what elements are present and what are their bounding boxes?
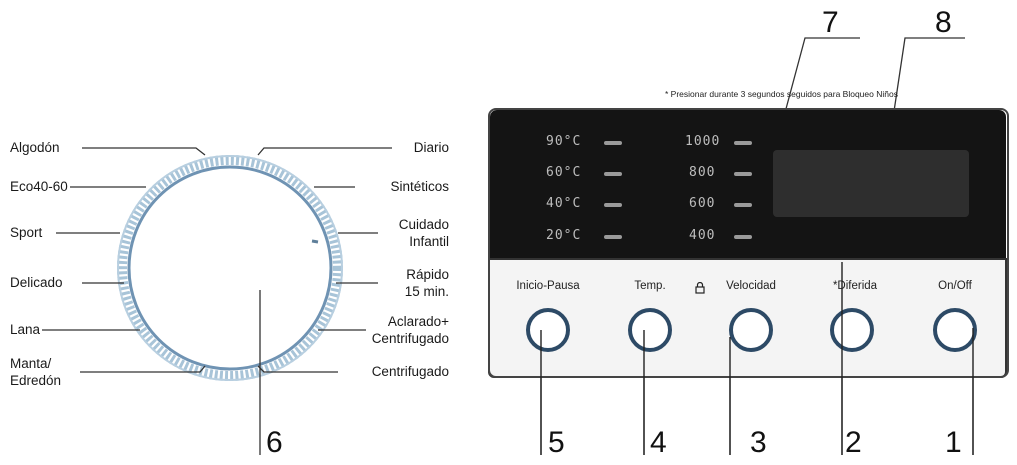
velocidad-button[interactable] [729, 308, 773, 352]
temp-led-90 [604, 141, 622, 145]
temp-led-20 [604, 235, 622, 239]
callout-6: 6 [266, 426, 283, 459]
temp-label-60: 60°C [546, 165, 582, 180]
program-label-centrifugado-aclarado: Centrifugado [371, 331, 449, 346]
speed-label-800: 800 [689, 165, 716, 180]
dial-knob[interactable] [117, 155, 343, 381]
button-label-temp: Temp. [634, 280, 666, 292]
child-lock-note: * Presionar durante 3 segundos seguidos … [665, 89, 898, 99]
program-label-15min: 15 min. [404, 284, 449, 299]
speed-led-1000 [734, 141, 752, 145]
program-label-delicado: Delicado [10, 275, 63, 290]
on-off-button[interactable] [933, 308, 977, 352]
program-label-eco40-60: Eco40-60 [10, 179, 68, 194]
callout-2: 2 [845, 426, 862, 459]
program-label-centrifugado: Centrifugado [371, 364, 449, 379]
button-label-on-off: On/Off [938, 280, 972, 292]
temp-label-90: 90°C [546, 134, 582, 149]
program-label-edredon: Edredón [10, 373, 62, 388]
callout-7: 7 [822, 6, 839, 39]
program-label-rapido: Rápido [406, 267, 449, 282]
program-label-lana: Lana [10, 322, 41, 337]
speed-led-400 [734, 235, 752, 239]
button-label-velocidad: Velocidad [726, 280, 776, 292]
temp-label-40: 40°C [546, 196, 582, 211]
callout-3: 3 [750, 426, 767, 459]
program-label-manta: Manta/ [10, 356, 52, 371]
button-label-inicio-pausa: Inicio-Pausa [516, 280, 580, 292]
speed-led-600 [734, 203, 752, 207]
child-lock-icon [695, 282, 705, 294]
callout-4: 4 [650, 426, 667, 459]
speed-led-800 [734, 172, 752, 176]
callout-5: 5 [548, 426, 565, 459]
program-label-sport: Sport [10, 225, 43, 240]
inicio-pausa-button[interactable] [526, 308, 570, 352]
temp-led-40 [604, 203, 622, 207]
callout-8: 8 [935, 6, 952, 39]
button-label-diferida: *Diferida [832, 280, 878, 292]
temp-label-20: 20°C [546, 228, 582, 243]
temp-button[interactable] [628, 308, 672, 352]
diferida-button[interactable] [830, 308, 874, 352]
speed-label-400: 400 [689, 228, 716, 243]
program-label-diario: Diario [413, 140, 449, 155]
program-label-sinteticos: Sintéticos [390, 179, 449, 194]
digital-display [773, 150, 969, 217]
program-label-cuidado: Cuidado [398, 217, 449, 232]
callout-1: 1 [945, 426, 962, 459]
speed-label-600: 600 [689, 196, 716, 211]
program-label-infantil: Infantil [409, 234, 449, 249]
program-label-aclarado: Aclarado+ [387, 314, 449, 329]
speed-label-1000: 1000 [685, 134, 721, 149]
temp-led-60 [604, 172, 622, 176]
program-label-algodon: Algodón [10, 140, 60, 155]
